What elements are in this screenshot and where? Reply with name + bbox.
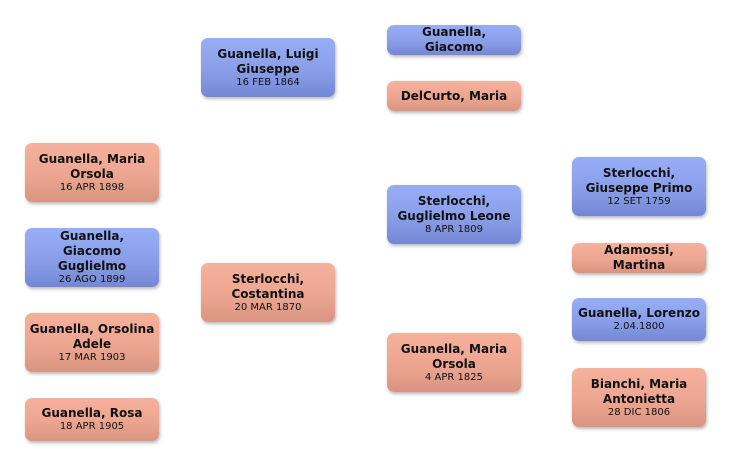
- person-name: Guanella, Giacomo: [421, 25, 487, 54]
- person-date: 26 AGO 1899: [58, 274, 126, 285]
- person-name: Guanella, Lorenzo: [578, 306, 700, 320]
- person-date: 17 MAR 1903: [58, 351, 126, 363]
- person-box-bianchi-maria-antonietta[interactable]: Bianchi, Maria Antonietta 28 DIC 1806: [572, 368, 706, 427]
- person-box-guanella-giacomo-guglielmo[interactable]: Guanella, Giacomo Guglielmo 26 AGO 1899: [25, 228, 159, 287]
- person-name: Bianchi, Maria Antonietta: [590, 376, 688, 406]
- person-name: Sterlocchi, Costantina: [231, 271, 305, 301]
- person-name: Guanella, Maria Orsola: [38, 151, 146, 181]
- person-box-guanella-luigi-giuseppe[interactable]: Guanella, Luigi Giuseppe 16 FEB 1864: [201, 38, 335, 97]
- person-date: 18 APR 1905: [59, 421, 125, 432]
- person-box-guanella-rosa[interactable]: Guanella, Rosa 18 APR 1905: [25, 398, 159, 441]
- person-box-sterlocchi-guglielmo-leone[interactable]: Sterlocchi, Guglielmo Leone 8 APR 1809: [387, 185, 521, 244]
- person-date: 2.04.1800: [613, 321, 665, 332]
- person-box-sterlocchi-costantina[interactable]: Sterlocchi, Costantina 20 MAR 1870: [201, 263, 335, 322]
- person-name: Guanella, Maria Orsola: [400, 341, 508, 371]
- person-date: 12 SET 1759: [607, 195, 671, 207]
- person-name: Guanella, Giacomo Guglielmo: [57, 229, 127, 273]
- person-box-adamossi-martina[interactable]: Adamossi, Martina: [572, 243, 706, 273]
- person-name: Guanella, Orsolina Adele: [29, 321, 155, 351]
- person-box-guanella-orsolina-adele[interactable]: Guanella, Orsolina Adele 17 MAR 1903: [25, 313, 159, 372]
- person-name: Sterlocchi, Guglielmo Leone: [397, 193, 511, 223]
- person-name: Sterlocchi, Giuseppe Primo: [585, 165, 693, 195]
- person-name: Adamossi, Martina: [604, 243, 674, 272]
- person-name: Guanella, Luigi Giuseppe: [217, 46, 319, 76]
- person-box-sterlocchi-giuseppe-primo[interactable]: Sterlocchi, Giuseppe Primo 12 SET 1759: [572, 157, 706, 216]
- person-date: 16 FEB 1864: [236, 76, 300, 88]
- person-date: 20 MAR 1870: [234, 301, 302, 313]
- person-date: 4 APR 1825: [425, 371, 483, 383]
- person-name: Guanella, Rosa: [41, 406, 143, 420]
- person-date: 8 APR 1809: [425, 223, 483, 235]
- person-box-guanella-maria-orsola-1825[interactable]: Guanella, Maria Orsola 4 APR 1825: [387, 333, 521, 392]
- person-box-guanella-lorenzo[interactable]: Guanella, Lorenzo 2.04.1800: [572, 298, 706, 341]
- person-date: 16 APR 1898: [59, 181, 125, 193]
- person-box-delcurto-maria[interactable]: DelCurto, Maria: [387, 81, 521, 111]
- person-name: DelCurto, Maria: [400, 88, 508, 103]
- person-box-guanella-maria-orsola-1898[interactable]: Guanella, Maria Orsola 16 APR 1898: [25, 143, 159, 202]
- person-date: 28 DIC 1806: [607, 406, 671, 418]
- person-box-guanella-giacomo[interactable]: Guanella, Giacomo: [387, 25, 521, 55]
